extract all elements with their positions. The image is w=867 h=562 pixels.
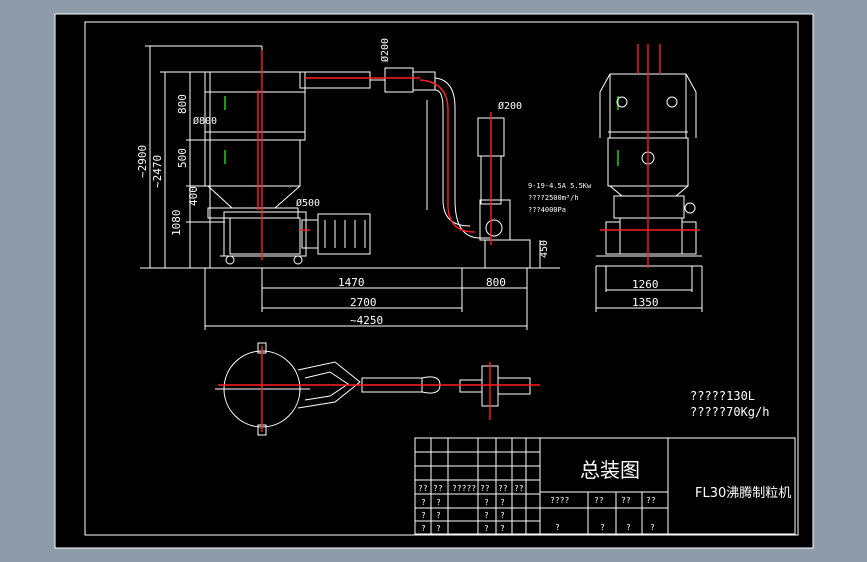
note-capacity: ?????130L	[690, 389, 755, 403]
dim-4250: ~4250	[350, 314, 383, 327]
tb-label-4: ??	[480, 484, 490, 493]
dim-2900: ~2900	[136, 145, 149, 178]
dim-d200-top: Ø200	[379, 38, 391, 62]
dim-d200-side: Ø200	[498, 100, 522, 112]
tb-q-8: ?	[500, 511, 505, 520]
tb-label-3: ?????	[452, 484, 476, 493]
dim-500-h: 500	[176, 148, 189, 168]
dim-d500: Ø500	[296, 197, 320, 209]
machine-name: FL30沸腾制粒机	[695, 485, 791, 501]
tb-label-b3: ??	[621, 496, 631, 505]
drawing-sheet	[54, 13, 814, 549]
drawing-name: 总装图	[580, 458, 640, 482]
tb-label-b2: ??	[594, 496, 604, 505]
dim-d800: Ø800	[193, 115, 217, 127]
tb-q-15: ?	[626, 523, 631, 532]
tb-q-9: ?	[421, 524, 426, 533]
dim-1470: 1470	[338, 276, 365, 289]
tb-q-6: ?	[436, 511, 441, 520]
tb-q-14: ?	[600, 523, 605, 532]
dim-400-h: 400	[187, 186, 200, 206]
fan-spec-3: ???4000Pa	[528, 206, 566, 214]
tb-label-b1: ????	[550, 496, 569, 505]
tb-q-4: ?	[500, 498, 505, 507]
dim-800-w: 800	[486, 276, 506, 289]
side-centerlines	[600, 44, 700, 268]
horizontal-dims	[204, 240, 541, 330]
title-block	[414, 437, 796, 535]
dim-800-h: 800	[176, 94, 189, 114]
tb-label-5: ??	[498, 484, 508, 493]
note-throughput: ?????70Kg/h	[690, 405, 769, 419]
inner-frame	[84, 21, 799, 536]
dim-1260: 1260	[632, 278, 659, 291]
tb-q-7: ?	[484, 511, 489, 520]
fan-spec-2: ????2500m³/h	[528, 194, 579, 202]
tb-q-1: ?	[421, 498, 426, 507]
front-view	[140, 45, 560, 269]
tb-label-b4: ??	[646, 496, 656, 505]
dim-2470: ~2470	[151, 155, 164, 188]
tb-q-3: ?	[484, 498, 489, 507]
plan-centerlines	[218, 346, 540, 432]
tb-q-11: ?	[484, 524, 489, 533]
dim-1080: 1080	[170, 210, 183, 237]
tb-q-12: ?	[500, 524, 505, 533]
dim-1350: 1350	[632, 296, 659, 309]
tb-label-2: ??	[433, 484, 443, 493]
fan-spec-1: 9-19-4.5A 5.5Kw	[528, 182, 592, 190]
front-centerlines	[257, 50, 492, 260]
tb-q-5: ?	[421, 511, 426, 520]
tb-label-6: ??	[514, 484, 524, 493]
tb-q-2: ?	[436, 498, 441, 507]
tb-label-1: ??	[418, 484, 428, 493]
dim-2700: 2700	[350, 296, 377, 309]
dim-450: 450	[539, 240, 550, 258]
tb-q-10: ?	[436, 524, 441, 533]
tb-q-13: ?	[555, 523, 560, 532]
tb-q-16: ?	[650, 523, 655, 532]
